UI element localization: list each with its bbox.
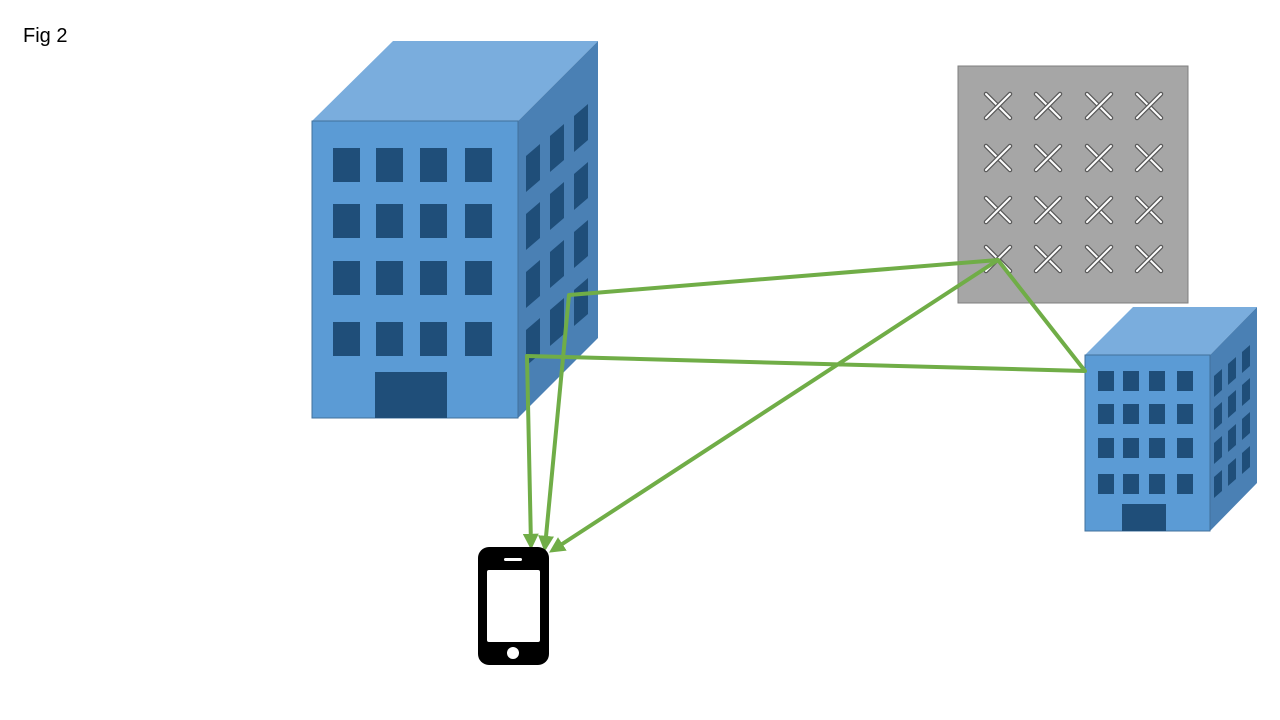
figure-label: Fig 2 <box>23 25 68 47</box>
side-window <box>1228 390 1236 418</box>
phone-speaker <box>504 558 522 561</box>
window <box>1098 474 1114 494</box>
signal-path-surface-to-building <box>538 258 1000 552</box>
side-window <box>526 318 540 366</box>
surface-element-x-icon <box>1134 195 1164 225</box>
surface-element-x-icon <box>1033 195 1063 225</box>
surface-element-x-icon <box>1033 91 1063 121</box>
window <box>1149 438 1165 458</box>
window <box>1098 404 1114 424</box>
side-window <box>574 220 588 268</box>
side-window <box>1214 369 1222 397</box>
side-window <box>526 202 540 250</box>
window <box>1149 474 1165 494</box>
window <box>333 204 360 238</box>
window <box>420 204 447 238</box>
window <box>376 322 403 356</box>
window <box>1177 438 1193 458</box>
surface-element-grid <box>983 91 1164 274</box>
side-window <box>574 162 588 210</box>
window <box>465 261 492 295</box>
surface-element-x-icon <box>1134 91 1164 121</box>
surface-element-x-icon <box>983 143 1013 173</box>
window <box>1177 404 1193 424</box>
surface-element-x-icon <box>1033 143 1063 173</box>
window <box>376 204 403 238</box>
small-building-icon <box>1084 307 1257 532</box>
side-window <box>574 104 588 152</box>
side-window <box>1228 458 1236 486</box>
side-window <box>550 298 564 346</box>
surface-element-x-icon <box>1084 91 1114 121</box>
window <box>1123 404 1139 424</box>
side-window <box>1228 424 1236 452</box>
side-window <box>526 260 540 308</box>
window <box>420 322 447 356</box>
side-window <box>1242 345 1250 373</box>
window <box>1177 474 1193 494</box>
side-window <box>526 144 540 192</box>
window <box>1177 371 1193 391</box>
surface-element-x-icon <box>1084 244 1114 274</box>
window <box>465 148 492 182</box>
window <box>465 322 492 356</box>
window <box>333 261 360 295</box>
window <box>1149 404 1165 424</box>
side-window <box>1214 470 1222 498</box>
side-window <box>1242 378 1250 406</box>
phone-home-button <box>507 647 519 659</box>
window <box>333 148 360 182</box>
side-window <box>550 240 564 288</box>
window <box>1098 371 1114 391</box>
side-window <box>1242 446 1250 474</box>
small-building-front-windows <box>1098 371 1193 494</box>
surface-element-x-icon <box>1084 143 1114 173</box>
side-window <box>574 278 588 326</box>
window <box>376 148 403 182</box>
side-window <box>1214 402 1222 430</box>
large-building-side-windows <box>526 104 588 366</box>
large-building-roof <box>312 41 598 121</box>
signal-path-direct <box>522 354 539 550</box>
side-window <box>1214 436 1222 464</box>
window <box>1098 438 1114 458</box>
side-window <box>1228 357 1236 385</box>
surface-element-x-icon <box>983 195 1013 225</box>
side-window <box>1242 412 1250 440</box>
window <box>376 261 403 295</box>
window <box>1123 438 1139 458</box>
signal-paths <box>522 258 1087 553</box>
window <box>1149 371 1165 391</box>
window <box>333 322 360 356</box>
large-building-icon <box>311 41 598 419</box>
reflecting-surface-panel <box>957 65 1189 304</box>
window <box>465 204 492 238</box>
large-building-front-windows <box>333 148 492 356</box>
surface-element-x-icon <box>1134 143 1164 173</box>
surface-element-x-icon <box>983 91 1013 121</box>
window <box>420 261 447 295</box>
large-building-door <box>375 372 447 418</box>
window <box>1123 474 1139 494</box>
window <box>1123 371 1139 391</box>
side-window <box>550 124 564 172</box>
surface-element-x-icon <box>1084 195 1114 225</box>
window <box>420 148 447 182</box>
small-building-door <box>1122 504 1166 531</box>
small-building-side-windows <box>1214 345 1250 498</box>
phone-screen <box>487 570 540 642</box>
signal-path-via-small-building-and-surface <box>525 258 1087 553</box>
surface-element-x-icon <box>1033 244 1063 274</box>
surface-element-x-icon <box>1134 244 1164 274</box>
small-building-roof <box>1085 307 1257 355</box>
side-window <box>550 182 564 230</box>
smartphone-icon <box>478 547 549 665</box>
